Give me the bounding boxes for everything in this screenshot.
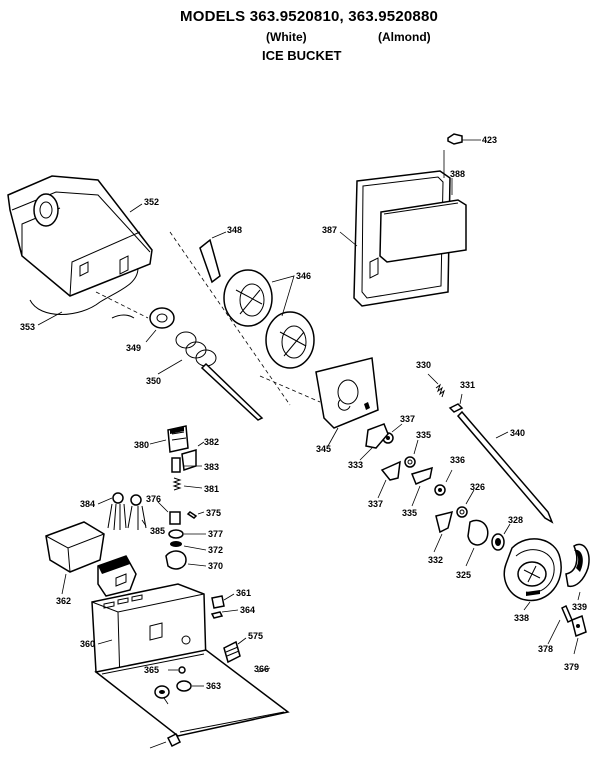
diagram-title: MODELS 363.9520810, 363.9520880 (180, 8, 439, 25)
part-label-380: 383 (204, 462, 219, 472)
part-label-352: 352 (144, 197, 159, 207)
variant-white: (White) (266, 30, 307, 44)
part-label-334: 333 (348, 460, 363, 470)
part-label-348: 348 (227, 225, 242, 235)
part-326-bushing: 328 (491, 515, 523, 551)
part-325-motor: 338 (503, 538, 562, 623)
part-383-sleeve: 376 (146, 494, 181, 525)
part-377-cam-actuator: 370 (165, 550, 223, 571)
part-338-bracket: 379 (564, 614, 587, 672)
part-label-345: 345 (316, 444, 331, 454)
diagram-subtitle: ICE BUCKET (262, 48, 342, 63)
part-328-cover: 339 (565, 543, 590, 612)
part-336-clip: 332 (428, 510, 454, 565)
part-label-378: 380 (134, 440, 149, 450)
part-334-lever: 333 (348, 423, 389, 470)
part-label-377: 370 (208, 561, 223, 571)
part-label-337-lower: 336 (450, 455, 465, 465)
part-label-360: 366 (254, 664, 269, 674)
part-352-ice-bucket: 352 (7, 175, 159, 297)
part-330-spring: 330 (416, 360, 445, 398)
part-423-fitting: 423 (447, 133, 497, 145)
part-label-331: 331 (460, 380, 475, 390)
part-337-nut-lower: 336 (434, 455, 465, 496)
part-380-plunger: 383 (171, 457, 219, 473)
part-label-350: 350 (146, 376, 161, 386)
part-381-pin: 375 (186, 508, 221, 519)
part-label-329: 340 (510, 428, 525, 438)
part-label-364: 575 (248, 631, 263, 641)
part-label-372: 362 (56, 596, 71, 606)
part-label-339: 378 (538, 644, 553, 654)
part-331-pin: 331 (448, 380, 475, 413)
variant-almond: (Almond) (378, 30, 431, 44)
part-366-fitting: 363 (176, 680, 221, 692)
part-label-333: 335 (402, 508, 417, 518)
part-364-thermostat: 575 (223, 631, 263, 664)
part-332-cam: 325 (456, 519, 489, 580)
part-label-336: 332 (428, 555, 443, 565)
part-583-screw: 364 (210, 605, 255, 619)
part-label-375: 385 (150, 526, 165, 536)
part-375-connector: 385 (127, 494, 165, 536)
part-label-325: 338 (514, 613, 529, 623)
part-label-385: 372 (208, 545, 223, 555)
part-372-cover: 362 (45, 521, 105, 606)
part-label-337-upper: 337 (400, 414, 415, 424)
part-label-381: 375 (206, 508, 221, 518)
part-360-base-plate: 366 (94, 649, 290, 737)
part-label-361: 360 (80, 639, 95, 649)
part-340-arm: 337 (368, 460, 401, 509)
part-label-379: 382 (204, 437, 219, 447)
part-376-wire-harness: 384 (80, 492, 127, 531)
part-label-575: 365 (144, 665, 159, 675)
part-384-washer: 377 (168, 529, 223, 539)
part-label-330: 330 (416, 360, 431, 370)
part-label-349: 349 (126, 343, 141, 353)
part-337-nut-upper: 337 (382, 414, 415, 444)
part-346-crusher-cups: 346 (223, 269, 315, 369)
part-388-door: 388 (379, 169, 467, 263)
part-350-auger-shaft: 350 (146, 331, 264, 421)
part-label-340: 337 (368, 499, 383, 509)
part-label-388: 388 (450, 169, 465, 179)
part-label-338: 379 (564, 662, 579, 672)
part-362-clip: 361 (211, 588, 251, 609)
part-label-335-upper: 335 (416, 430, 431, 440)
part-349-bearing: 349 (126, 307, 175, 353)
part-348-blade: 348 (199, 225, 242, 284)
part-353-wire-bail: 353 (20, 267, 139, 332)
part-label-423: 423 (482, 135, 497, 145)
part-365-knob (154, 685, 170, 705)
part-label-583: 364 (240, 605, 255, 615)
part-label-332: 325 (456, 570, 471, 580)
part-label-326: 328 (508, 515, 523, 525)
part-382-spring: 381 (172, 477, 219, 494)
part-label-328: 339 (572, 602, 587, 612)
part-label-383: 376 (146, 494, 161, 504)
part-label-366: 363 (206, 681, 221, 691)
part-label-335-lower: 326 (470, 482, 485, 492)
part-label-387: 387 (322, 225, 337, 235)
part-363-button (149, 732, 182, 749)
part-385-clip: 372 (170, 541, 223, 555)
part-339-screw: 378 (538, 604, 573, 654)
part-label-376: 384 (80, 499, 95, 509)
part-335-washer-lower: 326 (456, 482, 485, 518)
part-label-382: 381 (204, 484, 219, 494)
part-329-actuator-rod: 340 (456, 410, 554, 524)
part-label-362: 361 (236, 588, 251, 598)
part-335-washer-upper: 335 (404, 430, 431, 468)
part-label-384: 377 (208, 529, 223, 539)
part-label-346: 346 (296, 271, 311, 281)
part-333-link: 335 (402, 466, 433, 518)
part-345-mounting-plate: 345 (315, 357, 379, 454)
part-575-screw: 365 (144, 665, 186, 675)
part-378-solenoid: 380 (134, 425, 189, 453)
part-label-353: 353 (20, 322, 35, 332)
